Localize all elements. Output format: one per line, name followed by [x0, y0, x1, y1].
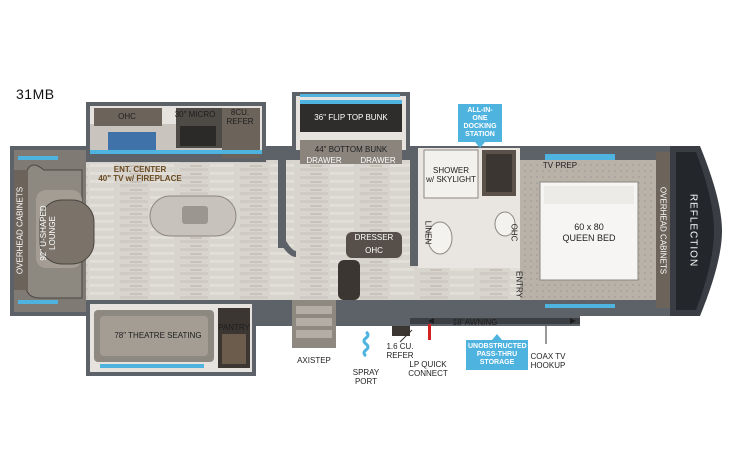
- fridge: [222, 108, 260, 158]
- label-micro: 30" MICRO: [174, 110, 216, 119]
- label-entry: ENTRY: [514, 271, 524, 298]
- label-drawer-left: DRAWER: [306, 156, 342, 165]
- shower: [423, 149, 479, 199]
- dresser: [346, 232, 402, 258]
- label-lounge: 92" U-SHAPED LOUNGE: [39, 205, 57, 261]
- label-drawer-right: DRAWER: [360, 156, 396, 165]
- label-ent-center: ENT. CENTER 40" TV w/ FIREPLACE: [98, 165, 182, 183]
- lounge-table: [39, 199, 95, 265]
- callout-pass-thru-storage: UNOBSTRUCTED PASS-THRU STORAGE: [466, 334, 528, 370]
- axistep-stairs: [292, 300, 336, 348]
- label-brand: REFLECTION: [687, 193, 699, 268]
- label-spray-port: SPRAY PORT: [352, 368, 380, 386]
- label-overhead-right: OVERHEAD CABINETS: [658, 186, 668, 275]
- label-tv-prep: TV PREP: [542, 161, 578, 170]
- label-overhead-left: OVERHEAD CABINETS: [15, 186, 25, 275]
- label-pantry: PANTRY: [218, 323, 250, 332]
- overhead-cab-right: [656, 152, 670, 308]
- toilet: [427, 221, 453, 255]
- callout-docking-station: ALL-IN-ONE DOCKING STATION: [458, 104, 502, 148]
- spray-hose: [362, 330, 370, 358]
- label-small-refer: 1.6 CU. REFER: [386, 342, 414, 360]
- overhead-cab-left: [14, 170, 28, 290]
- label-bottom-bunk: 44" BOTTOM BUNK: [314, 145, 388, 154]
- stove: [180, 126, 216, 146]
- model-number: 31MB: [16, 86, 55, 102]
- label-ohc-bath: OHC: [509, 223, 519, 242]
- bottom-bunk: [300, 140, 402, 164]
- awning: [410, 318, 580, 324]
- label-lp-quick: LP QUICK CONNECT: [408, 360, 448, 378]
- label-axistep: AXISTEP: [297, 356, 331, 365]
- small-refer: [392, 326, 410, 336]
- label-refer: 8CU. REFER: [226, 108, 254, 126]
- label-flip-bunk: 36" FLIP TOP BUNK: [314, 113, 388, 122]
- label-ohc-kitchen: OHC: [118, 112, 136, 121]
- label-linen: LINEN: [423, 220, 433, 245]
- label-queen-bed: 60 x 80 QUEEN BED: [562, 222, 616, 243]
- label-awning: 18' AWNING: [452, 318, 498, 327]
- flip-top-bunk: [300, 100, 402, 132]
- label-coax: COAX TV HOOKUP: [530, 352, 566, 370]
- label-dresser: DRESSER: [354, 233, 394, 242]
- label-theatre: 78" THEATRE SEATING: [114, 331, 202, 340]
- label-shower: SHOWER w/ SKYLIGHT: [426, 166, 476, 184]
- label-ohc-dresser: OHC: [365, 246, 383, 255]
- sink: [494, 211, 516, 237]
- lp-line: [428, 324, 431, 340]
